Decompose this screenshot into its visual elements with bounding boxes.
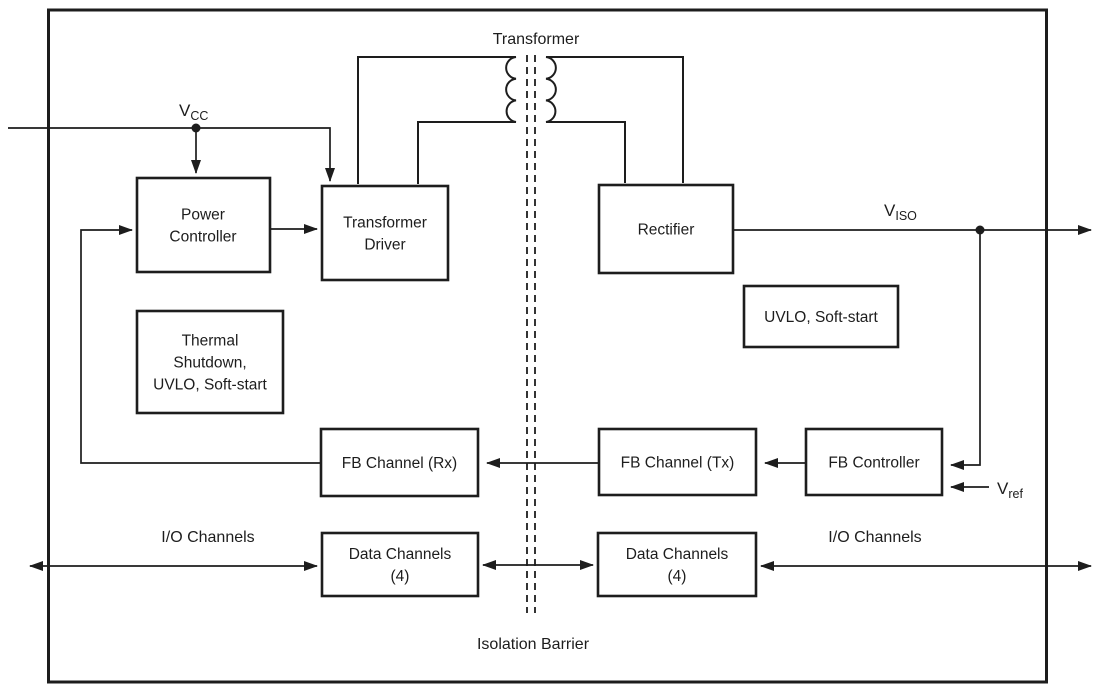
data-channels-left-box xyxy=(320,531,480,598)
transformer-primary-winding xyxy=(357,56,517,184)
viso-label-main: V xyxy=(884,201,896,220)
transformer-label: Transformer xyxy=(493,31,580,48)
fb-channel-tx-box xyxy=(597,427,758,497)
data-channels-right-box xyxy=(596,531,758,598)
block-rectifier: Rectifier xyxy=(597,183,735,275)
uvlo-soft-start-label: UVLO, Soft-start xyxy=(764,309,878,326)
thermal-shutdown-box xyxy=(135,309,285,415)
block-transformer-driver: Transformer Driver xyxy=(320,184,450,282)
isolation-barrier-lines xyxy=(526,55,536,613)
data-channels-right-label-line1: Data Channels xyxy=(626,546,729,563)
transformer-driver-label-line1: Transformer xyxy=(343,215,427,232)
block-thermal-shutdown: Thermal Shutdown, UVLO, Soft-start xyxy=(135,309,285,415)
block-uvlo-soft-start: UVLO, Soft-start xyxy=(742,284,900,349)
power-controller-label-line2: Controller xyxy=(169,229,236,246)
fb-channel-tx-label: FB Channel (Tx) xyxy=(621,455,735,472)
device-boundary xyxy=(47,8,1048,684)
fb-channel-rx-box xyxy=(319,427,480,498)
block-data-channels-left: Data Channels (4) xyxy=(320,531,480,598)
viso-label: VISO xyxy=(884,201,917,223)
transformer-symbol xyxy=(357,56,684,184)
vcc-label-sub: CC xyxy=(190,109,208,123)
power-controller-box xyxy=(135,176,272,274)
transformer-driver-box xyxy=(320,184,450,282)
transformer-driver-label-line2: Driver xyxy=(364,237,405,254)
vref-label-sub: ref xyxy=(1008,487,1023,501)
data-channels-right-label-line2: (4) xyxy=(668,568,687,585)
uvlo-soft-start-box xyxy=(742,284,900,349)
vcc-net xyxy=(8,123,335,182)
viso-sense-wire-to-fb-controller xyxy=(950,230,981,470)
fb-channel-rx-label: FB Channel (Rx) xyxy=(342,455,457,472)
feedback-wire-to-power-controller xyxy=(80,225,321,464)
vref-label: Vref xyxy=(997,479,1023,501)
block-power-controller: Power Controller xyxy=(135,176,272,274)
thermal-shutdown-label-line1: Thermal xyxy=(182,333,239,350)
vcc-junction-dot xyxy=(191,123,201,133)
data-channels-left-label-line2: (4) xyxy=(391,568,410,585)
block-fb-controller: FB Controller xyxy=(804,427,944,497)
thermal-shutdown-label-line2: Shutdown, xyxy=(173,355,246,372)
rectifier-box xyxy=(597,183,735,275)
vcc-label-main: V xyxy=(179,101,191,120)
fb-controller-box xyxy=(804,427,944,497)
transformer-secondary-winding xyxy=(545,56,684,183)
viso-net xyxy=(733,225,1092,470)
io-channels-left-label: I/O Channels xyxy=(161,529,254,546)
thermal-shutdown-label-line3: UVLO, Soft-start xyxy=(153,377,267,394)
fb-controller-label: FB Controller xyxy=(828,455,919,472)
block-data-channels-right: Data Channels (4) xyxy=(596,531,758,598)
viso-label-sub: ISO xyxy=(895,209,917,223)
rectifier-label: Rectifier xyxy=(638,222,695,239)
vcc-rail-to-driver xyxy=(8,127,335,182)
block-fb-channel-tx: FB Channel (Tx) xyxy=(597,427,758,497)
power-controller-label-line1: Power xyxy=(181,207,225,224)
data-channels-left-label-line1: Data Channels xyxy=(349,546,452,563)
io-channels-right-label: I/O Channels xyxy=(828,529,921,546)
block-fb-channel-rx: FB Channel (Rx) xyxy=(319,427,480,498)
vref-label-main: V xyxy=(997,479,1009,498)
isolation-barrier-label: Isolation Barrier xyxy=(477,636,590,653)
vcc-label: VCC xyxy=(179,101,208,123)
